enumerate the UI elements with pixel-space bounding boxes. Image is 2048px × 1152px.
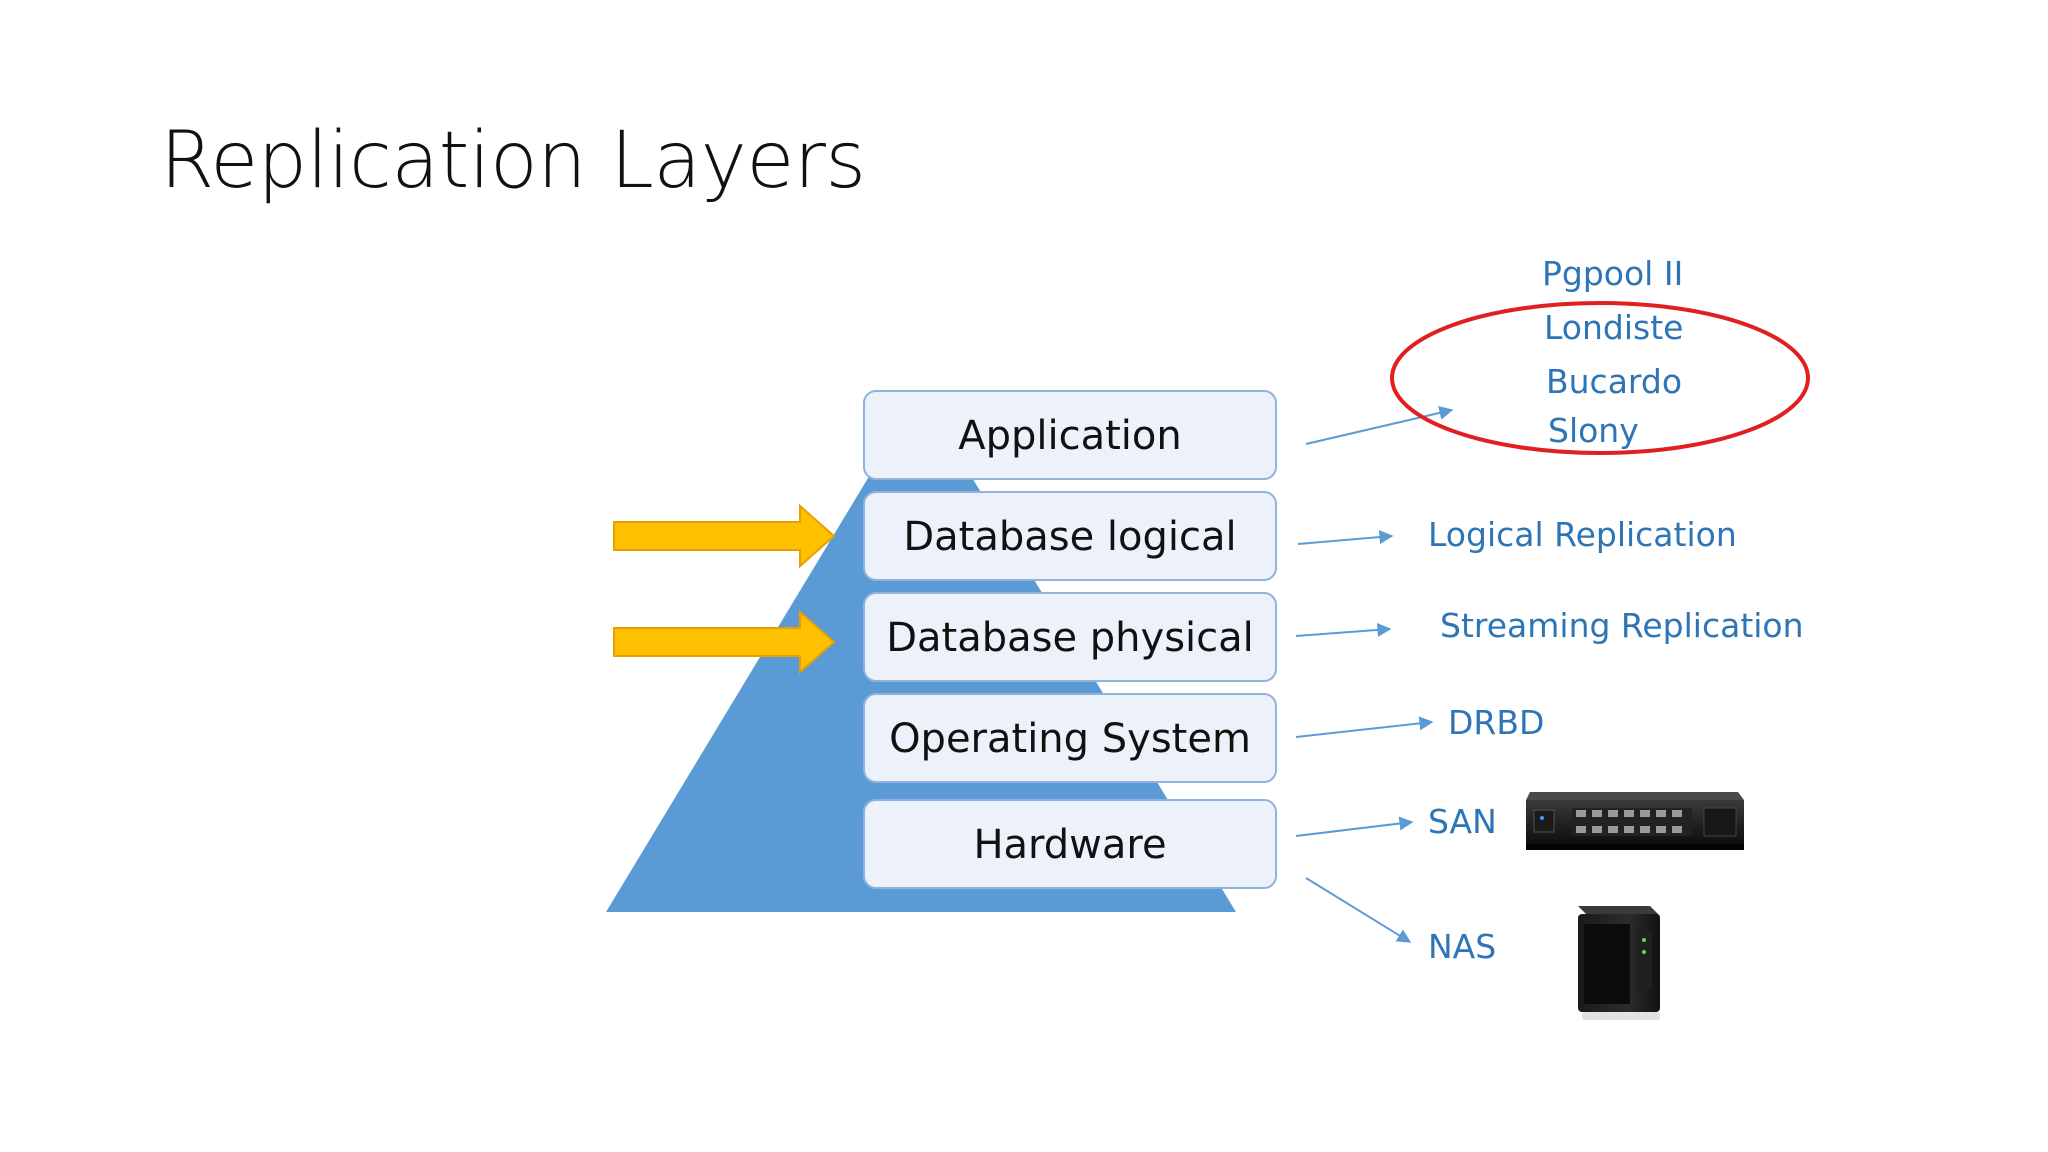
layer-box-hardware: Hardware [863,799,1277,889]
tool-bucardo: Bucardo [1546,362,1682,401]
tool-slony: Slony [1548,411,1639,450]
layer-label-database-logical: Database logical [903,514,1236,560]
layer-label-application: Application [958,413,1182,459]
highlight-arrow-database-physical [613,609,836,675]
layer-label-database-physical: Database physical [886,615,1254,661]
connector-san [1295,816,1414,837]
layer-box-database-logical: Database logical [863,491,1277,581]
layer-label-operating-system: Operating System [889,716,1251,762]
application-tools-list: Pgpool II Londiste Bucardo Slony [1542,254,1683,450]
connector-application [1305,406,1454,445]
connector-streaming-replication [1295,622,1392,637]
solutions-list: Logical Replication Streaming Replicatio… [1428,515,1804,966]
solution-streaming-replication: Streaming Replication [1440,606,1804,645]
solution-logical-replication: Logical Replication [1428,515,1737,554]
layer-stack: Application Database logical Database ph… [863,390,1277,889]
solution-nas: NAS [1428,927,1496,966]
nas-device-icon [1578,906,1660,1020]
layer-box-operating-system: Operating System [863,693,1277,783]
tool-pgpool: Pgpool II [1542,254,1683,293]
solution-san: SAN [1428,802,1497,841]
highlight-arrow-database-logical [613,503,836,569]
highlight-circle [1390,301,1810,455]
connector-logical-replication [1297,530,1394,545]
layer-label-hardware: Hardware [973,822,1166,868]
slide-title: Replication Layers [160,116,866,206]
connector-arrows [1295,406,1454,943]
layer-box-application: Application [863,390,1277,480]
layer-box-database-physical: Database physical [863,592,1277,682]
highlight-arrows [613,503,836,675]
solution-drbd: DRBD [1448,703,1544,742]
rack-server-icon [1526,792,1744,850]
connector-nas [1305,877,1412,943]
connector-drbd [1295,716,1434,738]
tool-londiste: Londiste [1544,308,1683,347]
